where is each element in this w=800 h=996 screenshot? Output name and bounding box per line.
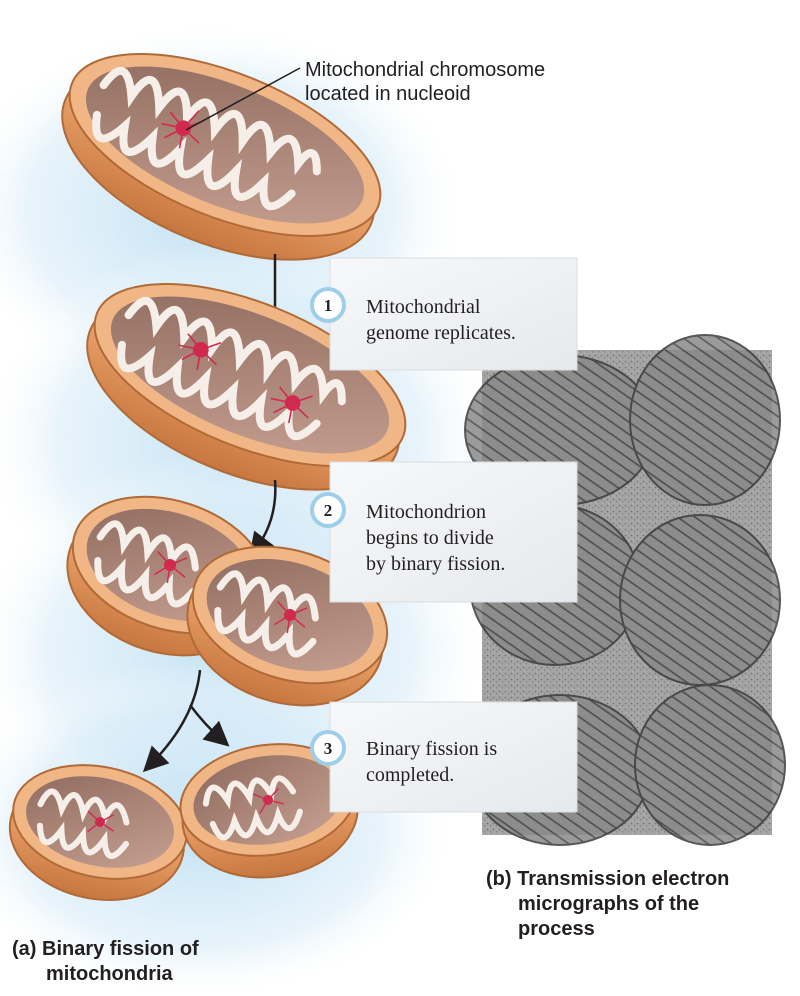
caption-a-line-2: mitochondria — [46, 963, 174, 985]
step-panel-3: 3 Binary fission is completed. — [310, 701, 578, 813]
step-3-line-2: completed. — [366, 764, 454, 786]
step-1-line-1: Mitochondrial — [366, 296, 481, 318]
step-number-1: 1 — [324, 296, 333, 315]
step-2-line-3: by binary fission. — [366, 553, 505, 575]
step-badge-2 — [310, 492, 346, 528]
step-2-line-1: Mitochondrion — [366, 501, 486, 523]
arrow-step-2 — [248, 479, 277, 558]
daughter-mitochondrion-right — [179, 743, 359, 879]
step-badge-3 — [310, 730, 346, 766]
step-number-3: 3 — [324, 739, 333, 758]
nucleoid-dna — [161, 110, 204, 149]
step-badge-1 — [310, 287, 346, 323]
caption-b-line-1: (b) Transmission electron — [486, 868, 729, 890]
mitochondrion-intact — [61, 53, 382, 261]
caption-a-line-1: (a) Binary fission of — [12, 938, 199, 960]
caption-b: (b) Transmission electron micrographs of… — [486, 868, 729, 940]
step-3-line-1: Binary fission is — [366, 738, 497, 760]
step-panel-2: 2 Mitochondrion begins to divide by bina… — [310, 461, 578, 603]
mitochondrion-replicated — [86, 283, 407, 491]
arrow-step-3-left — [142, 669, 202, 773]
step-2-line-2: begins to divide — [366, 527, 494, 549]
daughter-mitochondrion-left — [8, 764, 188, 902]
callout-line-1: Mitochondrial chromosome — [305, 59, 545, 81]
callout-leader-line — [185, 67, 301, 131]
step-1-line-2: genome replicates. — [366, 322, 516, 344]
arrow-step-3-right — [189, 704, 230, 747]
step-number-2: 2 — [324, 501, 333, 520]
nucleoid-dna — [178, 333, 313, 424]
step-panel-1: 1 Mitochondrial genome replicates. — [310, 257, 578, 371]
caption-b-line-3: process — [518, 918, 595, 940]
caption-b-line-2: micrographs of the — [518, 893, 699, 915]
caption-a: (a) Binary fission of mitochondria — [12, 938, 199, 985]
mitochondrion-dividing — [66, 495, 389, 707]
callout-line-2: located in nucleoid — [305, 83, 471, 105]
